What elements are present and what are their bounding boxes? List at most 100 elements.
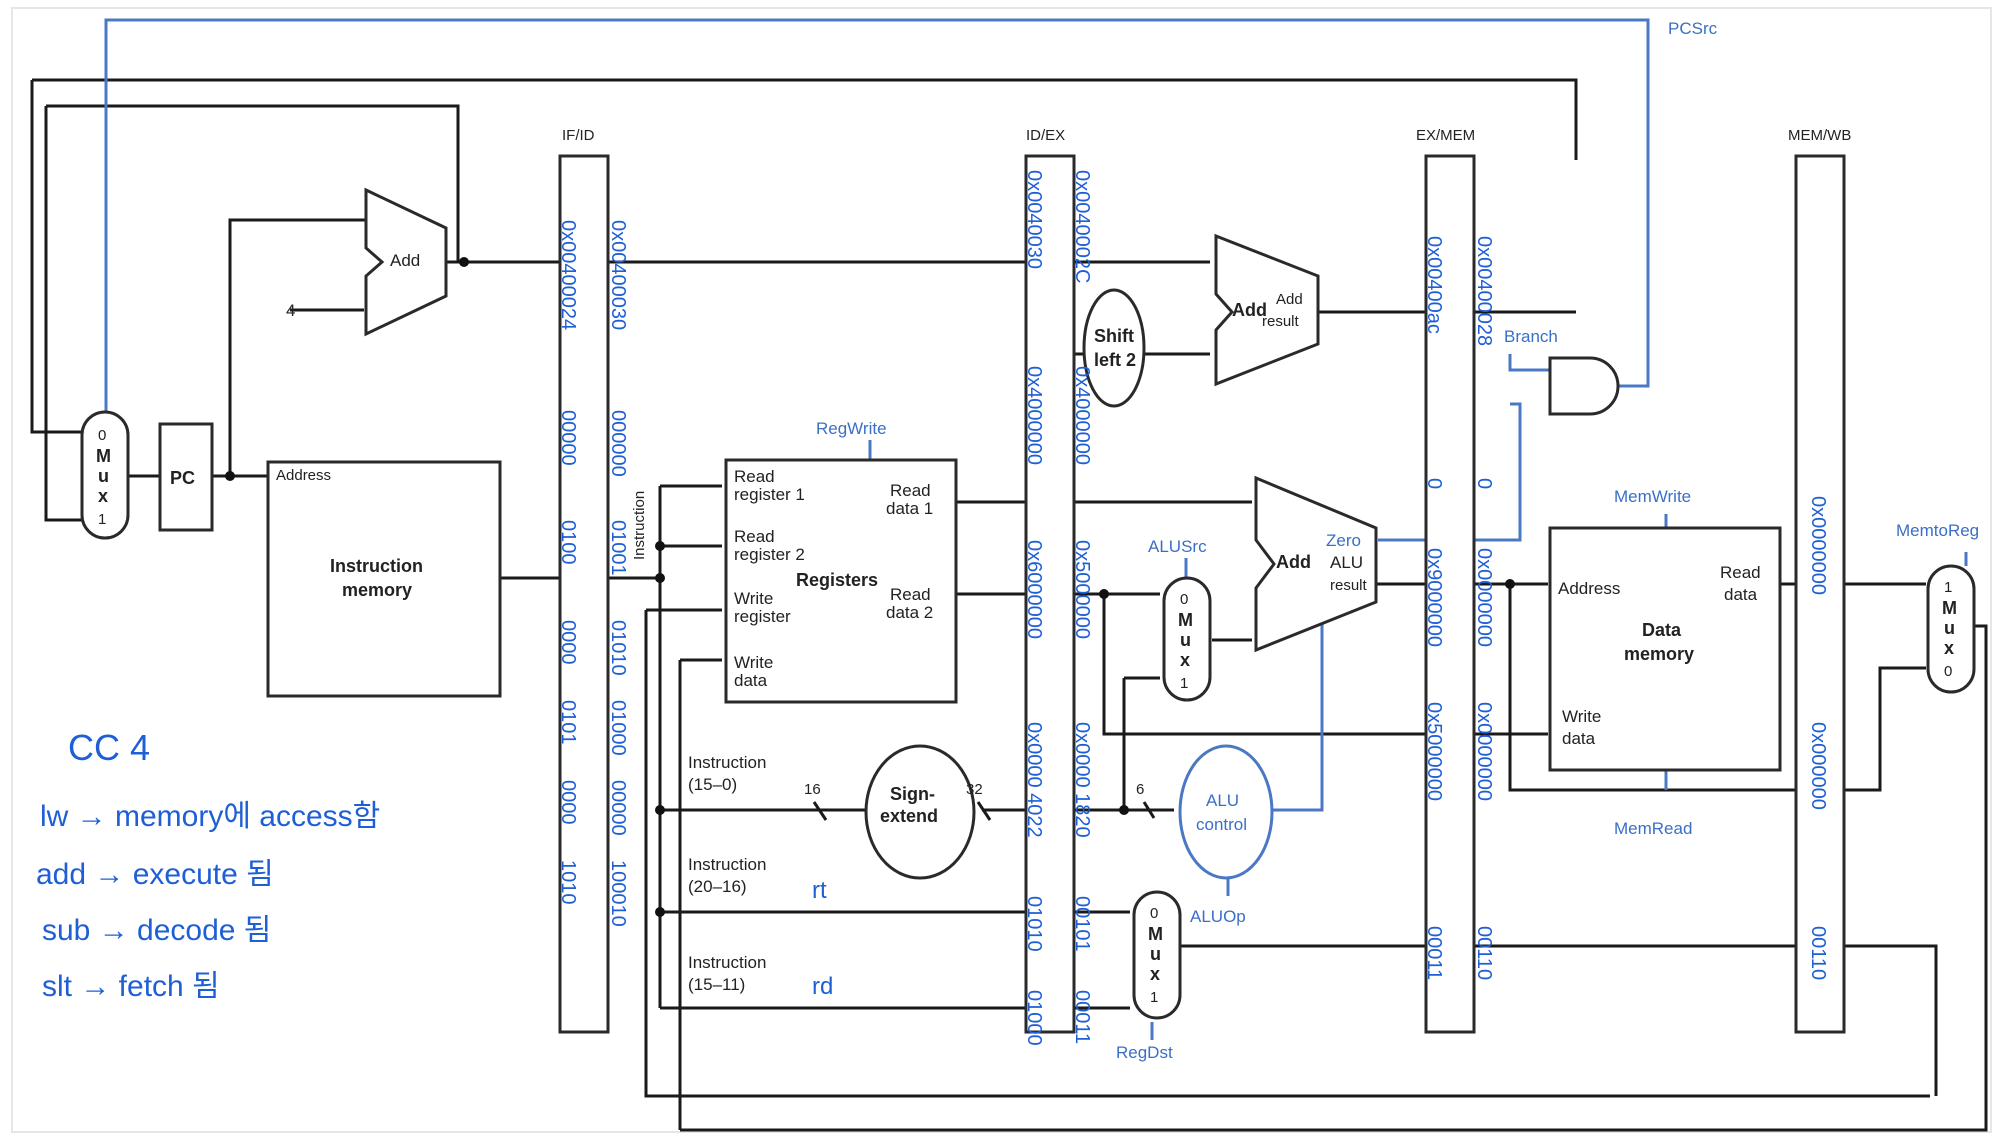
svg-text:ALU: ALU xyxy=(1206,791,1239,810)
ex-mem-register xyxy=(1424,154,1476,1034)
svg-text:Read: Read xyxy=(1720,563,1761,582)
instr-15-0-line2: (15–0) xyxy=(688,775,737,794)
svg-text:x: x xyxy=(1944,638,1954,658)
svg-text:0x00400030: 0x00400030 xyxy=(607,220,629,330)
svg-text:Add: Add xyxy=(1276,291,1303,308)
regdst-label: RegDst xyxy=(1116,1043,1173,1062)
note-rt: rt xyxy=(812,877,827,904)
svg-text:1: 1 xyxy=(1944,579,1952,596)
svg-text:Write: Write xyxy=(734,589,773,608)
instruction-vertical-label: Instruction xyxy=(631,491,648,560)
note-lw: lw → memory에 access함 xyxy=(40,800,380,833)
svg-text:1: 1 xyxy=(98,511,106,528)
svg-text:M: M xyxy=(1942,598,1957,618)
svg-text:00000: 00000 xyxy=(607,780,629,836)
memwb-values: 0x0000000 0x000000 00110 xyxy=(1807,496,1829,980)
svg-text:Write: Write xyxy=(1562,707,1601,726)
svg-text:100010: 100010 xyxy=(607,860,629,927)
handwritten-notes: CC 4 lw → memory에 access함 add → execute … xyxy=(36,727,833,1003)
svg-text:Read: Read xyxy=(890,585,931,604)
svg-text:register 1: register 1 xyxy=(734,485,805,504)
svg-text:x: x xyxy=(1150,964,1160,984)
svg-text:0x0040002C: 0x0040002C xyxy=(1071,170,1093,283)
alusrc-label: ALUSrc xyxy=(1148,537,1207,556)
pc-register: PC xyxy=(158,422,214,532)
note-sub: sub → decode 됨 xyxy=(42,914,271,947)
note-slt: slt → fetch 됨 xyxy=(42,970,220,1003)
alu-control: ALU control xyxy=(1178,744,1274,880)
svg-text:0: 0 xyxy=(1180,591,1188,608)
mem-wb-register xyxy=(1794,154,1846,1034)
control-wires xyxy=(104,18,1968,1040)
svg-text:data: data xyxy=(734,671,768,690)
svg-text:0x0000 4022: 0x0000 4022 xyxy=(1023,722,1045,838)
svg-text:0x0000000: 0x0000000 xyxy=(1473,702,1495,801)
bits-32: 32 xyxy=(966,781,983,798)
svg-text:0x9000000: 0x9000000 xyxy=(1423,548,1445,647)
svg-text:Address: Address xyxy=(1558,579,1620,598)
svg-text:ALU: ALU xyxy=(1330,553,1363,572)
bits-6: 6 xyxy=(1136,781,1144,798)
svg-text:1: 1 xyxy=(1150,989,1158,1006)
svg-text:0000: 0000 xyxy=(557,780,579,825)
memtoreg-label: MemtoReg xyxy=(1896,521,1979,540)
memread-label: MemRead xyxy=(1614,819,1692,838)
svg-text:0101: 0101 xyxy=(557,700,579,745)
svg-text:Add: Add xyxy=(1232,300,1267,320)
svg-text:1010: 1010 xyxy=(557,860,579,905)
svg-text:register: register xyxy=(734,607,791,626)
svg-text:u: u xyxy=(1180,630,1191,650)
svg-text:0x5000000: 0x5000000 xyxy=(1071,540,1093,639)
if-id-register xyxy=(558,154,610,1034)
svg-text:01000: 01000 xyxy=(1023,990,1045,1046)
svg-text:0x00400028: 0x00400028 xyxy=(1473,236,1495,346)
data-memory: Address Read data Data memory Write data xyxy=(1548,526,1782,772)
svg-text:00110: 00110 xyxy=(1473,926,1495,980)
svg-text:000000: 000000 xyxy=(607,410,629,477)
svg-text:0: 0 xyxy=(98,427,106,444)
svg-text:00011: 00011 xyxy=(1423,926,1445,980)
svg-text:data 2: data 2 xyxy=(886,603,933,622)
svg-text:result: result xyxy=(1262,313,1300,330)
svg-text:0x0000 1820: 0x0000 1820 xyxy=(1071,722,1093,838)
svg-text:data 1: data 1 xyxy=(886,499,933,518)
ifid-values: 0x00400024 00000 0100 0000 0101 0000 101… xyxy=(557,220,629,927)
svg-text:Instruction: Instruction xyxy=(330,556,423,576)
instr-15-11-line1: Instruction xyxy=(688,953,766,972)
mem-wb-label: MEM/WB xyxy=(1788,127,1851,144)
svg-text:Read: Read xyxy=(734,527,775,546)
svg-text:Shift: Shift xyxy=(1094,326,1134,346)
branch-and-gate xyxy=(1548,356,1620,416)
svg-text:register 2: register 2 xyxy=(734,545,805,564)
svg-text:M: M xyxy=(1148,924,1163,944)
memwrite-label: MemWrite xyxy=(1614,487,1691,506)
svg-text:result: result xyxy=(1330,577,1368,594)
svg-text:0x5000000: 0x5000000 xyxy=(1423,702,1445,801)
bits-16: 16 xyxy=(804,781,821,798)
svg-text:0x0000000: 0x0000000 xyxy=(1807,496,1829,595)
idex-values: 0x0040030 0x4000000 0x6000000 0x0000 402… xyxy=(1023,170,1093,1046)
svg-text:0100: 0100 xyxy=(557,520,579,565)
svg-text:01000: 01000 xyxy=(607,700,629,756)
register-file: Read register 1 Read register 2 Write re… xyxy=(724,458,958,704)
svg-text:control: control xyxy=(1196,815,1247,834)
instr-15-0-line1: Instruction xyxy=(688,753,766,772)
instr-15-11-line2: (15–11) xyxy=(688,975,745,994)
svg-text:Write: Write xyxy=(734,653,773,672)
svg-text:01010: 01010 xyxy=(1023,896,1045,952)
svg-text:Add: Add xyxy=(390,251,420,270)
pcsrc-label: PCSrc xyxy=(1668,19,1718,38)
svg-text:00000: 00000 xyxy=(557,410,579,466)
svg-text:0x0000000: 0x0000000 xyxy=(1473,548,1495,647)
svg-text:0x000000: 0x000000 xyxy=(1807,722,1829,810)
constant-four: 4 xyxy=(286,301,295,320)
instr-20-16-line1: Instruction xyxy=(688,855,766,874)
instruction-memory: Address Instruction memory xyxy=(266,460,502,698)
svg-text:0: 0 xyxy=(1423,478,1445,489)
junction-dots xyxy=(225,257,1515,917)
id-ex-register xyxy=(1024,154,1076,1034)
svg-text:data: data xyxy=(1724,585,1758,604)
svg-text:x: x xyxy=(98,486,108,506)
sign-extend: Sign- extend xyxy=(864,744,976,880)
